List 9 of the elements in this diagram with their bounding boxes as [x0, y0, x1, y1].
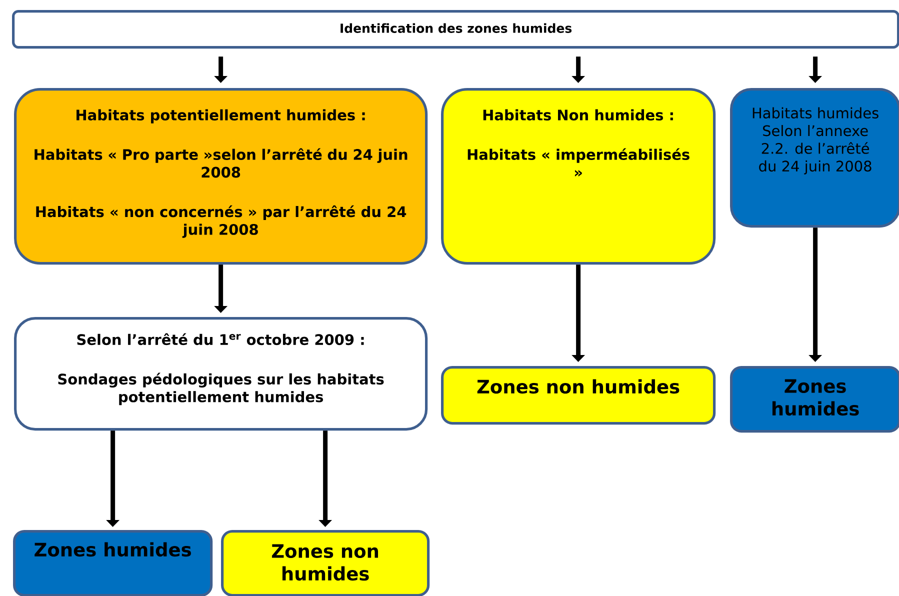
title-box: Identification des zones humides [12, 10, 899, 49]
method-box: Selon l’arrêté du 1$^{er}$ octobre 2009 : Sondages pédologiques sur les habitats potentiellement humides [14, 316, 428, 431]
result-box: Zones non humides [441, 366, 716, 425]
category-box: Habitats potentiellement humides : Habitats « Pro parte »selon l’arrêté du 24 juin 2008 Habitats « non concernés » par l’arrêté du 24 juin 2008 [14, 88, 428, 265]
result-box: Zones humides [13, 530, 213, 596]
result-box: Zones humides [730, 366, 899, 433]
category-box: Habitats humides Selon l’annexe 2.2. de l’arrêté du 24 juin 2008 [730, 88, 899, 228]
category-box: Habitats Non humides : Habitats « imperméabilisés » [441, 88, 716, 265]
result-box: Zones non humides [221, 530, 430, 596]
